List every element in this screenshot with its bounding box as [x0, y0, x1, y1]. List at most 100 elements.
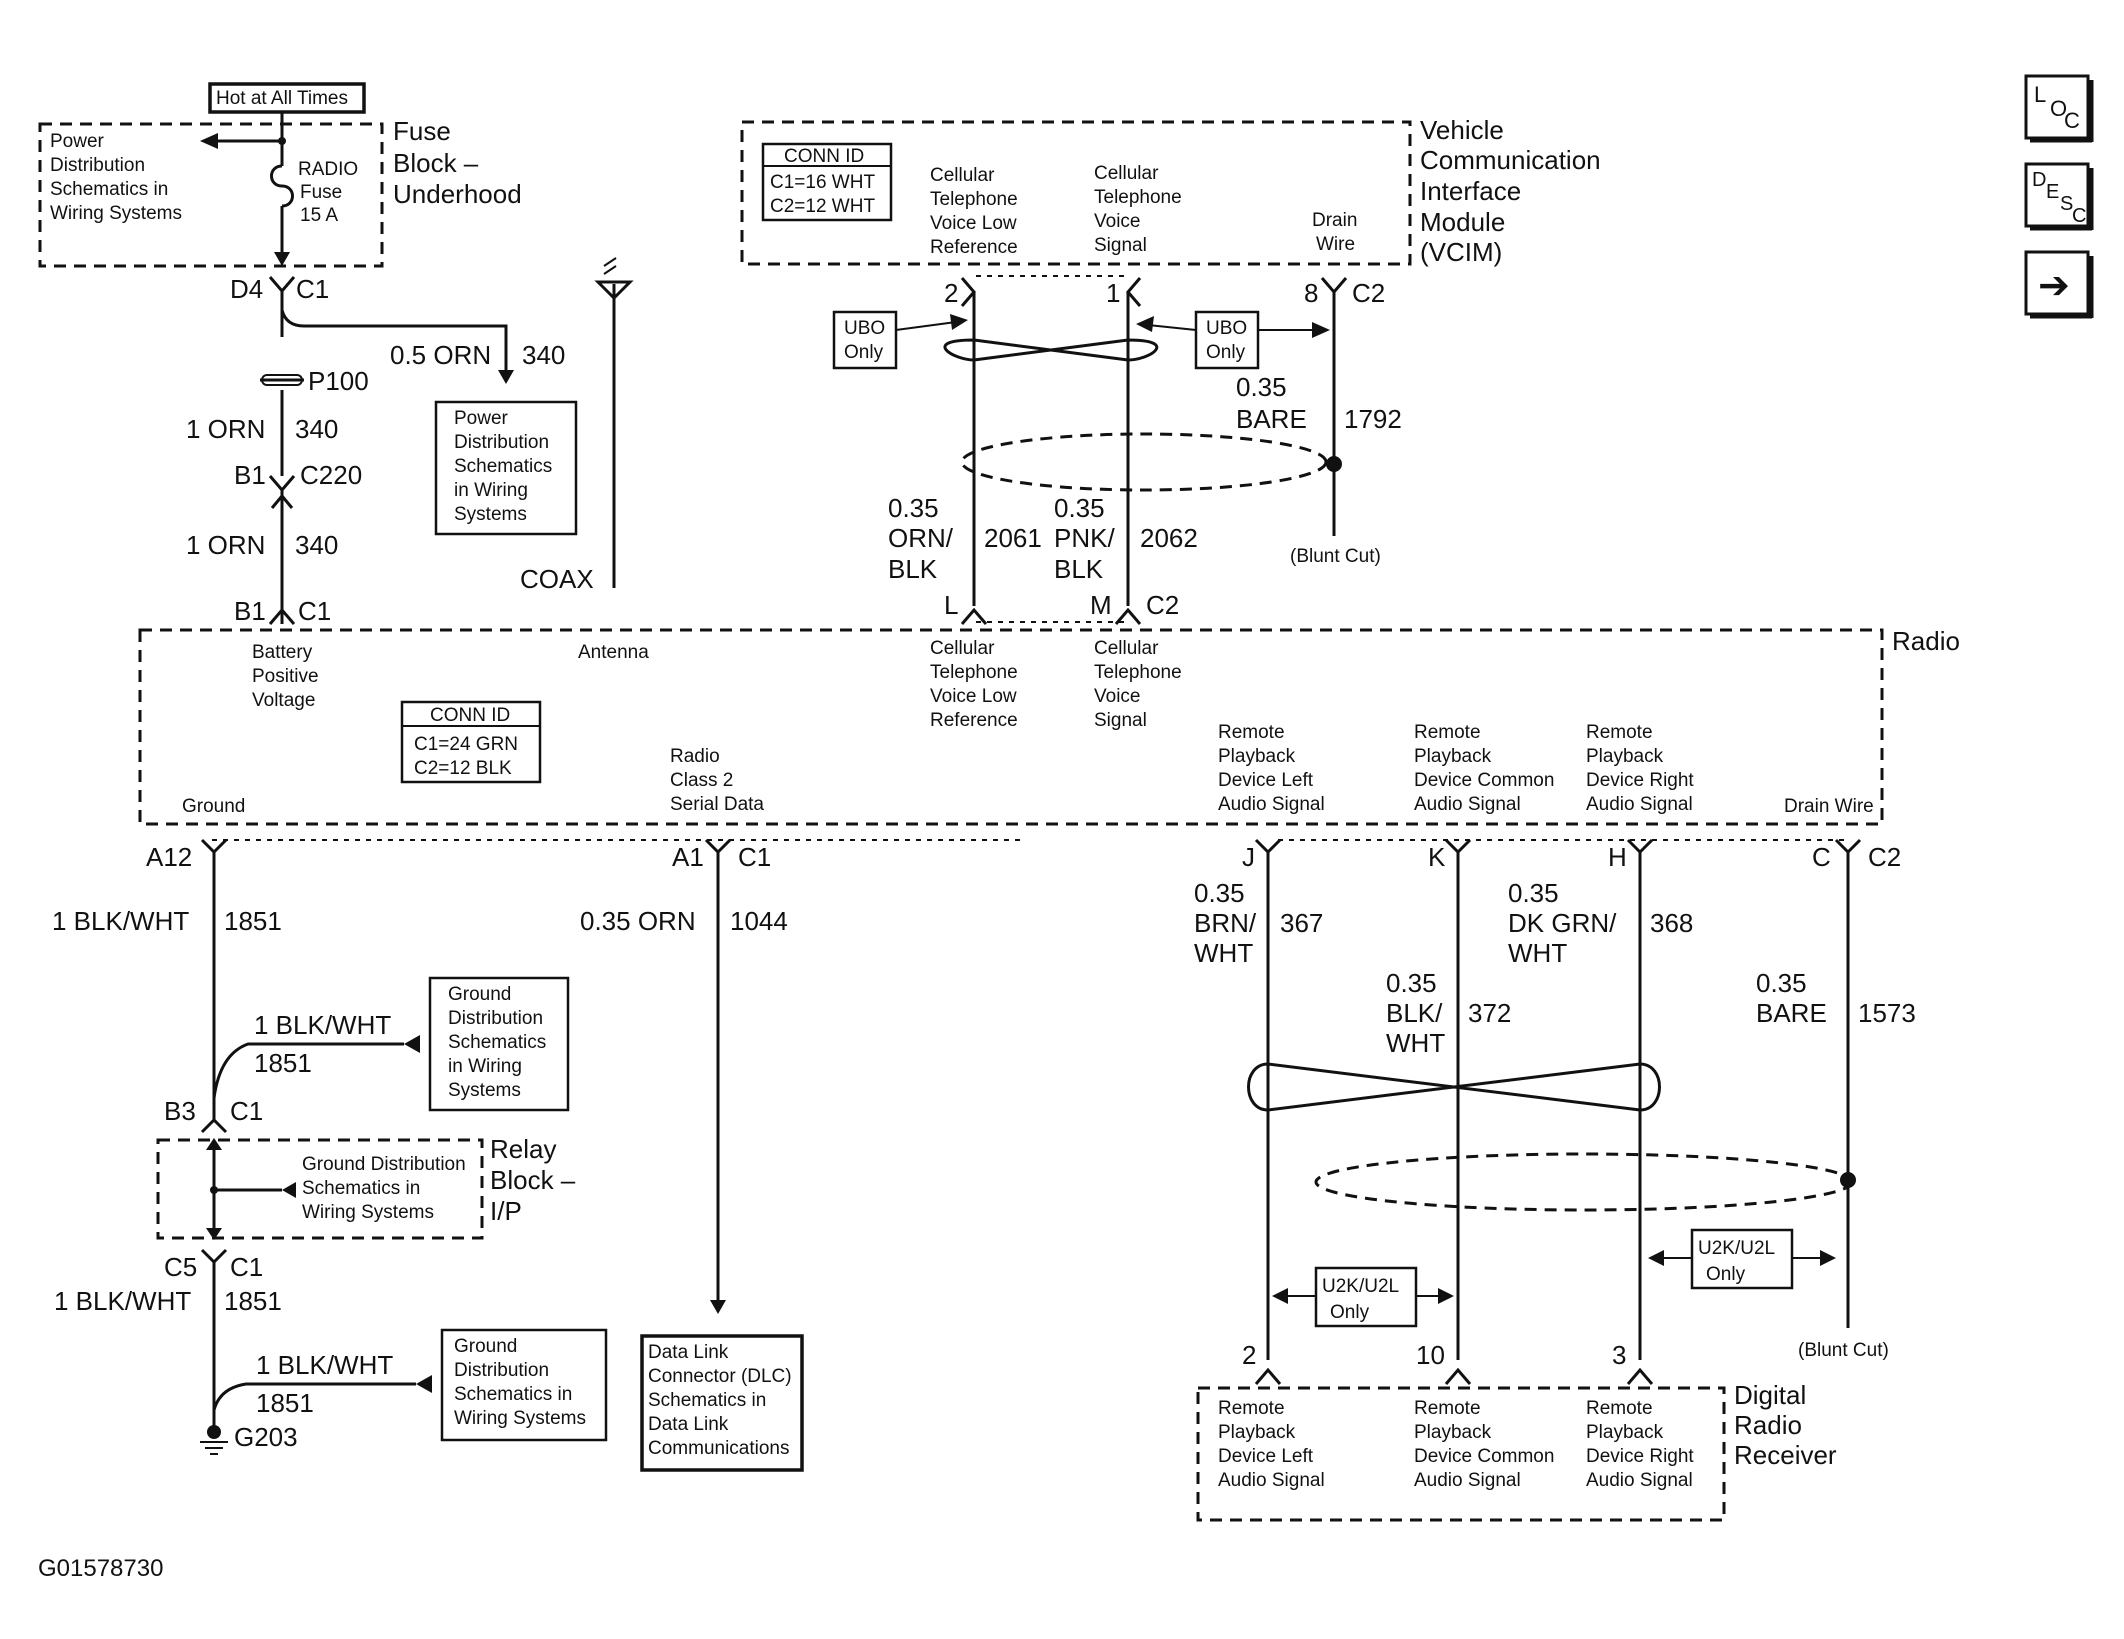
radio-drain-label: Drain Wire — [1784, 796, 1874, 817]
class2-1: Radio — [670, 746, 720, 767]
w-h-2: DK GRN/ — [1508, 908, 1617, 938]
u2k-right-1: U2K/U2L — [1698, 1238, 1775, 1259]
radio-conn-id-2: C1=24 GRN — [414, 734, 518, 755]
pin-c5: C5 — [164, 1252, 197, 1282]
arrow-right-icon-nav: ➔ — [2038, 265, 2070, 307]
loc-letter-c: C — [2064, 108, 2080, 133]
bare-gauge: 0.35 — [1236, 372, 1287, 402]
w-h-circuit: 368 — [1650, 908, 1693, 938]
pin-b1-top: B1 — [234, 460, 266, 490]
radio-connector-c2: C2 — [1146, 590, 1179, 620]
w2-circuit: 340 — [295, 530, 338, 560]
relay-ref-2: Schematics in — [302, 1178, 420, 1199]
gnd-ref1-3: Schematics — [448, 1032, 546, 1053]
connector-c1-b3: C1 — [230, 1096, 263, 1126]
dlc-ref-box — [640, 1334, 804, 1472]
gnd-ref1-4: in Wiring — [448, 1056, 522, 1077]
w-k-circuit: 372 — [1468, 998, 1511, 1028]
recv-common-3: Device Common — [1414, 1446, 1554, 1467]
dlc-ref-4: Data Link — [648, 1414, 729, 1435]
hot-at-all-times-box — [208, 82, 366, 114]
rp-common-4: Audio Signal — [1414, 794, 1521, 815]
radio-conn-id-box — [400, 700, 542, 784]
ubo-right-1: UBO — [1206, 318, 1247, 339]
vcim-connector-c2: C2 — [1352, 278, 1385, 308]
vcim-col3-2: Wire — [1316, 234, 1355, 255]
radio-fuse-3: 15 A — [300, 205, 338, 226]
bare-circuit: 1792 — [1344, 404, 1402, 434]
battery-3: Voltage — [252, 690, 315, 711]
power-ref-2: Distribution — [50, 155, 145, 176]
radio-pin-m: M — [1090, 590, 1112, 620]
rp-left-3: Device Left — [1218, 770, 1314, 791]
recv-right-2: Playback — [1586, 1422, 1664, 1443]
loc-button[interactable]: L O C — [2024, 74, 2094, 143]
relay-title-3: I/P — [490, 1196, 522, 1226]
ground-circuit: A12 1 BLK/WHT 1851 1 BLK/WHT 1851 Ground… — [52, 838, 1020, 1455]
loc-letter-l: L — [2034, 82, 2046, 107]
fuse-symbol-icon — [270, 164, 294, 208]
coax-label: COAX — [520, 564, 594, 594]
vcim-pin-1: 1 — [1106, 278, 1120, 308]
next-arrow-button[interactable]: ➔ — [2024, 250, 2094, 319]
rp-left-4: Audio Signal — [1218, 794, 1325, 815]
ubo-box-left — [832, 310, 898, 370]
w-c-circuit: 1573 — [1858, 998, 1916, 1028]
power-distribution-ref-box — [434, 400, 578, 536]
desc-button[interactable]: D E S C — [2024, 162, 2094, 231]
relay-title-2: Block – — [490, 1165, 576, 1195]
pin-a1: A1 — [672, 842, 704, 872]
shield-ellipse — [960, 432, 1328, 492]
w-right-3: BLK — [1054, 554, 1104, 584]
w-c-2: BARE — [1756, 998, 1827, 1028]
ubo-box-right — [1194, 310, 1260, 370]
pin-d4: D4 — [230, 274, 263, 304]
gnd-ref2-3: Schematics in — [454, 1384, 572, 1405]
relay-ref-1: Ground Distribution — [302, 1154, 466, 1175]
radio-module: Radio Battery Positive Voltage Antenna C… — [138, 626, 1960, 826]
vcim-title-1: Vehicle — [1420, 115, 1504, 145]
radio-cell-sig-4: Signal — [1094, 710, 1147, 731]
receiver-title-1: Digital — [1734, 1380, 1806, 1410]
class2-3: Serial Data — [670, 794, 764, 815]
receiver-dashed-box — [1196, 1386, 1726, 1522]
rp-right-1: Remote — [1586, 722, 1653, 743]
gnd-ref1-2: Distribution — [448, 1008, 543, 1029]
figure-id: G01578730 — [38, 1555, 163, 1582]
vcim-col1-3: Voice Low — [930, 213, 1017, 234]
gnd-splice2-gauge: 1 BLK/WHT — [256, 1350, 393, 1380]
arrow-left-icon-u2k2 — [1648, 1250, 1664, 1266]
rp-left-1: Remote — [1218, 722, 1285, 743]
arrow-left-icon-gnd2 — [416, 1375, 432, 1393]
dlc-ref-2: Connector (DLC) — [648, 1366, 792, 1387]
gnd-w1-circuit: 1851 — [224, 906, 282, 936]
blunt-cut-audio: (Blunt Cut) — [1798, 1340, 1889, 1361]
radio-fuse-2: Fuse — [300, 182, 342, 203]
arrow-left-icon-gnd1 — [404, 1035, 420, 1053]
vcim-col2-3: Voice — [1094, 211, 1140, 232]
receiver-pin-2: 2 — [1242, 1340, 1256, 1370]
connector-c220: C220 — [300, 460, 362, 490]
radio-pin-l: L — [944, 590, 958, 620]
radio-fuse-1: RADIO — [298, 159, 358, 180]
w-j-circuit: 367 — [1280, 908, 1323, 938]
arrow-right-icon — [950, 314, 968, 330]
branch-ref-3: Schematics — [454, 456, 552, 477]
gnd-ref1-5: Systems — [448, 1080, 521, 1101]
class2-2: Class 2 — [670, 770, 733, 791]
recv-right-4: Audio Signal — [1586, 1470, 1693, 1491]
radio-title: Radio — [1892, 626, 1960, 656]
arrow-down-icon — [498, 370, 514, 384]
battery-1: Battery — [252, 642, 313, 663]
ubo-left-2: Only — [844, 342, 884, 363]
branch-wire-circuit: 340 — [522, 340, 565, 370]
desc-letter-c: C — [2072, 205, 2086, 227]
vcim-pin-2: 2 — [944, 278, 958, 308]
radio-cell-low-4: Reference — [930, 710, 1018, 731]
gnd-ref2-2: Distribution — [454, 1360, 549, 1381]
gnd-splice-gauge: 1 BLK/WHT — [254, 1010, 391, 1040]
w-k-3: WHT — [1386, 1028, 1445, 1058]
twisted-pair-icon — [943, 338, 1159, 362]
gnd-w2-circuit: 1851 — [224, 1286, 282, 1316]
branch-ref-5: Systems — [454, 504, 527, 525]
